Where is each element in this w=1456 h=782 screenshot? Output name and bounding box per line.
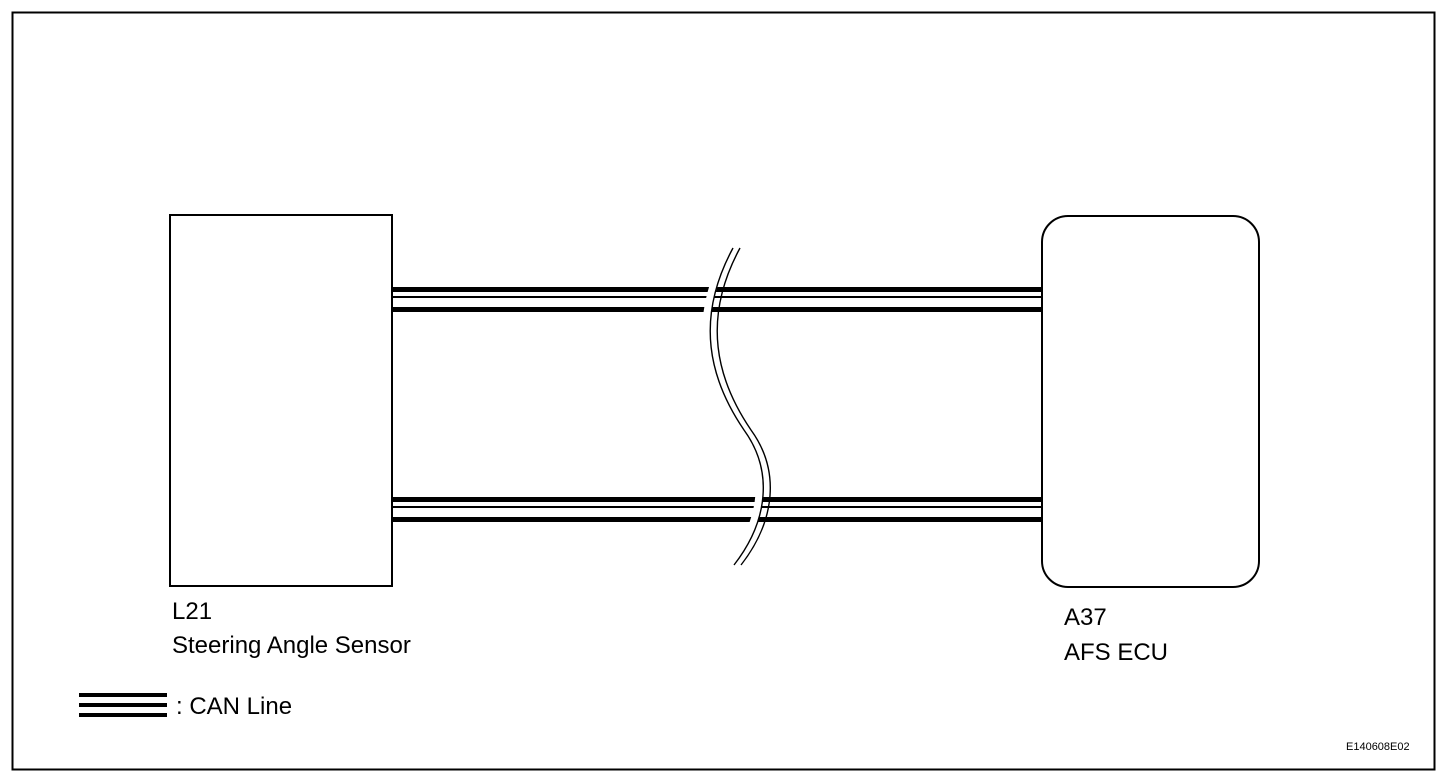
right-component-name: AFS ECU xyxy=(1064,639,1169,666)
can-line-upper xyxy=(392,287,1042,312)
wire-break-mark xyxy=(702,246,771,568)
can-line-legend-symbol xyxy=(79,693,167,717)
legend-label: : CAN Line xyxy=(176,693,293,720)
left-component-name: Steering Angle Sensor xyxy=(172,632,411,659)
can-line-lower xyxy=(392,497,1042,522)
steering-angle-sensor-box xyxy=(169,214,393,587)
figure-id: E140608E02 xyxy=(1346,741,1410,753)
afs-ecu-box xyxy=(1041,215,1260,588)
left-component-code: L21 xyxy=(172,598,213,625)
right-component-code: A37 xyxy=(1064,604,1107,631)
diagram-frame xyxy=(11,11,1436,771)
